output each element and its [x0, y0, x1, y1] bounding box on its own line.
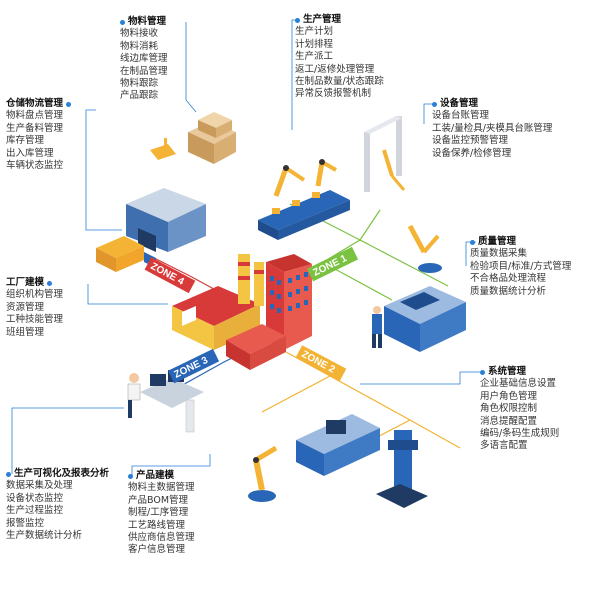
- bullet-dot-icon: [6, 471, 11, 477]
- module-material: 物料管理 物料接收 物料消耗 线边库管理 在制品管理 物料跟踪 产品跟踪: [120, 16, 168, 103]
- module-quality: 质量管理 质量数据采集 检验项目/标准/方式管理 不合格品处理流程 质量数据统计…: [470, 236, 571, 298]
- module-item: 消息提醒配置: [480, 415, 538, 427]
- module-item: 质量数据统计分析: [470, 285, 547, 297]
- module-item: 数据采集及处理: [6, 480, 73, 492]
- module-title: 仓储物流管理: [6, 98, 64, 109]
- bullet-dot-icon: [66, 101, 72, 107]
- module-item: 库存管理: [6, 135, 45, 147]
- module-item: 产品跟踪: [120, 90, 159, 102]
- bullet-dot-icon: [128, 473, 133, 479]
- module-title: 工厂建模: [6, 277, 45, 288]
- module-item: 设备监控预警管理: [432, 135, 509, 147]
- module-item: 物料盘点管理: [6, 110, 64, 122]
- module-item: 用户角色管理: [480, 390, 538, 402]
- module-item: 资源管理: [6, 301, 45, 313]
- module-item: 不合格品处理流程: [470, 273, 547, 285]
- module-item: 客户信息管理: [128, 544, 186, 556]
- production-line-illustration: [258, 159, 350, 240]
- module-title: 设备管理: [440, 98, 479, 109]
- bullet-dot-icon: [120, 19, 125, 25]
- module-item: 在制品数量/状态跟踪: [295, 76, 384, 88]
- module-item: 供应商信息管理: [128, 532, 195, 544]
- module-item: 在制品管理: [120, 65, 168, 77]
- module-item: 物料接收: [120, 28, 159, 40]
- boxes-illustration: [150, 112, 236, 164]
- module-item: 产品BOM管理: [128, 494, 189, 506]
- module-item: 生产派工: [295, 51, 334, 63]
- module-item: 异常反馈报警机制: [295, 88, 372, 100]
- module-item: 生产备料管理: [6, 122, 64, 134]
- module-item: 返工/返修处理管理: [295, 63, 375, 75]
- module-item: 计划排程: [295, 38, 334, 50]
- module-item: 编码/条码生成规则: [480, 428, 560, 440]
- module-item: 设备状态监控: [6, 492, 64, 504]
- module-item: 物料消耗: [120, 40, 159, 52]
- module-title: 生产可视化及报表分析: [14, 468, 110, 479]
- module-title: 物料管理: [128, 16, 167, 27]
- module-item: 班组管理: [6, 326, 45, 338]
- module-item: 企业基础信息设置: [480, 378, 557, 390]
- module-production: 生产管理 生产计划 计划排程 生产派工 返工/返修处理管理 在制品数量/状态跟踪…: [295, 14, 384, 101]
- module-item: 制程/工序管理: [128, 507, 189, 519]
- module-item: 线边库管理: [120, 53, 168, 65]
- module-system: 系统管理 企业基础信息设置 用户角色管理 角色权限控制 消息提醒配置 编码/条码…: [480, 366, 559, 453]
- bullet-dot-icon: [480, 369, 485, 375]
- equipment-illustration: [364, 116, 442, 273]
- module-item: 组织机构管理: [6, 289, 64, 301]
- quality-illustration: [372, 286, 466, 352]
- leader-lines: [11, 19, 484, 476]
- module-title: 产品建模: [136, 470, 175, 481]
- module-factory: 工厂建模 组织机构管理 资源管理 工种技能管理 班组管理: [6, 277, 63, 339]
- module-warehouse: 仓储物流管理 物料盘点管理 生产备料管理 库存管理 出入库管理 车辆状态监控: [6, 98, 72, 172]
- module-item: 设备台账管理: [432, 110, 490, 122]
- module-title: 生产管理: [303, 14, 342, 25]
- bullet-dot-icon: [432, 101, 437, 107]
- module-item: 工装/量检具/夹模具台账管理: [432, 122, 553, 134]
- module-item: 生产计划: [295, 26, 334, 38]
- warehouse-illustration: [96, 188, 206, 272]
- module-title: 质量管理: [478, 236, 517, 247]
- module-product: 产品建模 物料主数据管理 产品BOM管理 制程/工序管理 工艺路线管理 供应商信…: [128, 470, 195, 557]
- bullet-dot-icon: [47, 280, 53, 286]
- module-item: 报警监控: [6, 517, 45, 529]
- module-item: 工艺路线管理: [128, 519, 186, 531]
- module-item: 检验项目/标准/方式管理: [470, 260, 572, 272]
- module-item: 物料跟踪: [120, 78, 159, 90]
- bullet-dot-icon: [470, 239, 475, 245]
- module-item: 生产数据统计分析: [6, 530, 83, 542]
- module-title: 系统管理: [488, 366, 527, 377]
- factory-illustration: [172, 254, 312, 370]
- module-item: 质量数据采集: [470, 248, 528, 260]
- module-item: 角色权限控制: [480, 403, 538, 415]
- module-item: 出入库管理: [6, 147, 54, 159]
- module-item: 工种技能管理: [6, 314, 64, 326]
- module-item: 设备保养/检修管理: [432, 147, 512, 159]
- module-item: 生产过程监控: [6, 505, 64, 517]
- module-visual: 生产可视化及报表分析 数据采集及处理 设备状态监控 生产过程监控 报警监控 生产…: [6, 468, 109, 542]
- module-item: 车辆状态监控: [6, 160, 64, 172]
- module-equipment: 设备管理 设备台账管理 工装/量检具/夹模具台账管理 设备监控预警管理 设备保养…: [432, 98, 552, 160]
- bullet-dot-icon: [295, 17, 300, 23]
- module-item: 多语言配置: [480, 440, 528, 452]
- product-line-illustration: [248, 414, 428, 508]
- module-item: 物料主数据管理: [128, 482, 195, 494]
